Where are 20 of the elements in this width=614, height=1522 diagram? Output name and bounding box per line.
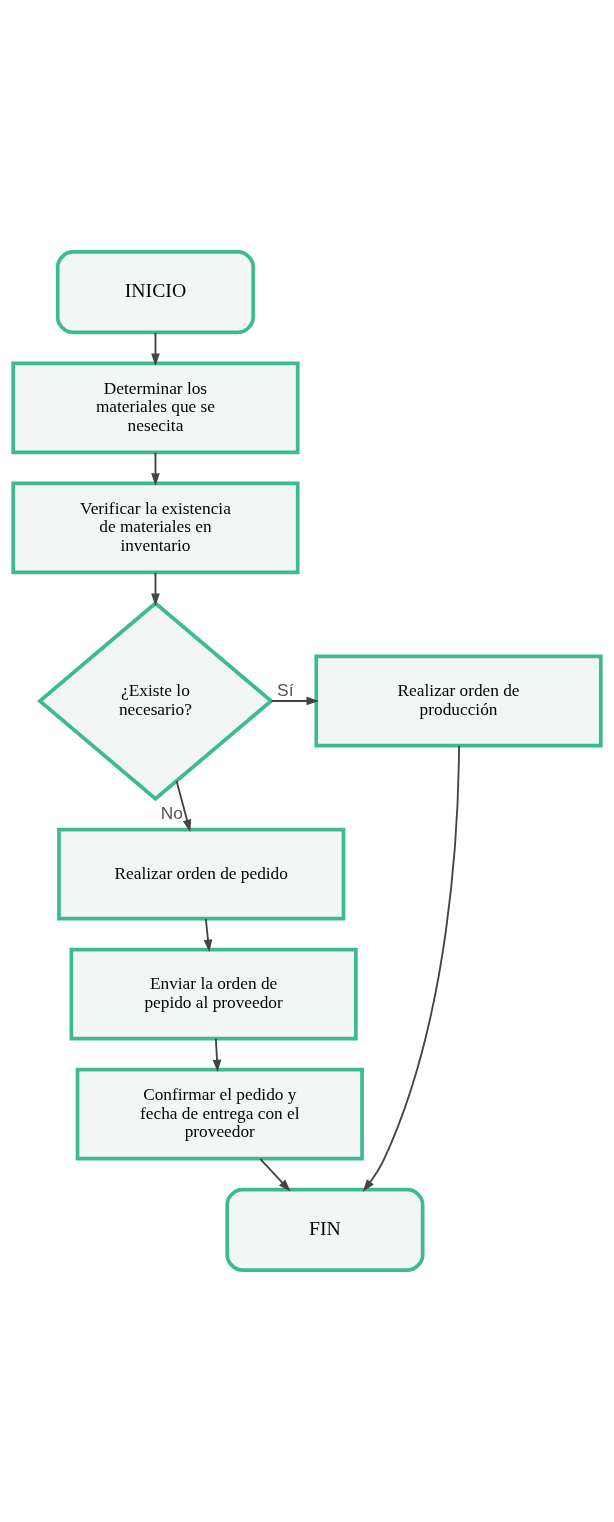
node-box: FIN	[225, 1187, 425, 1272]
node-box: Confirmar el pedido y fecha de entrega con el proveedor	[75, 1067, 364, 1161]
node-box: INICIO	[55, 250, 256, 335]
arrow	[203, 917, 213, 953]
node-box: Enviar la orden de pepido al proveedor	[69, 947, 358, 1041]
arrow	[212, 1037, 222, 1073]
arrow	[259, 1157, 291, 1192]
edge-label: Sí	[277, 680, 294, 701]
node-box: Determinar los materiales que se nesecita	[11, 361, 300, 455]
arrow	[175, 780, 192, 833]
arrow	[362, 744, 460, 1192]
arrow	[151, 571, 160, 606]
node-box: Verificar la existencia de materiales en inventario	[11, 481, 300, 575]
node-box: Realizar orden de producción	[314, 654, 603, 748]
arrow	[270, 696, 319, 706]
arrow	[151, 331, 160, 366]
node-box: Realizar orden de pedido	[57, 827, 346, 921]
edge-label: No	[160, 802, 183, 823]
arrow	[151, 451, 160, 486]
node-diamond: ¿Existe lo necesario?	[36, 600, 274, 802]
